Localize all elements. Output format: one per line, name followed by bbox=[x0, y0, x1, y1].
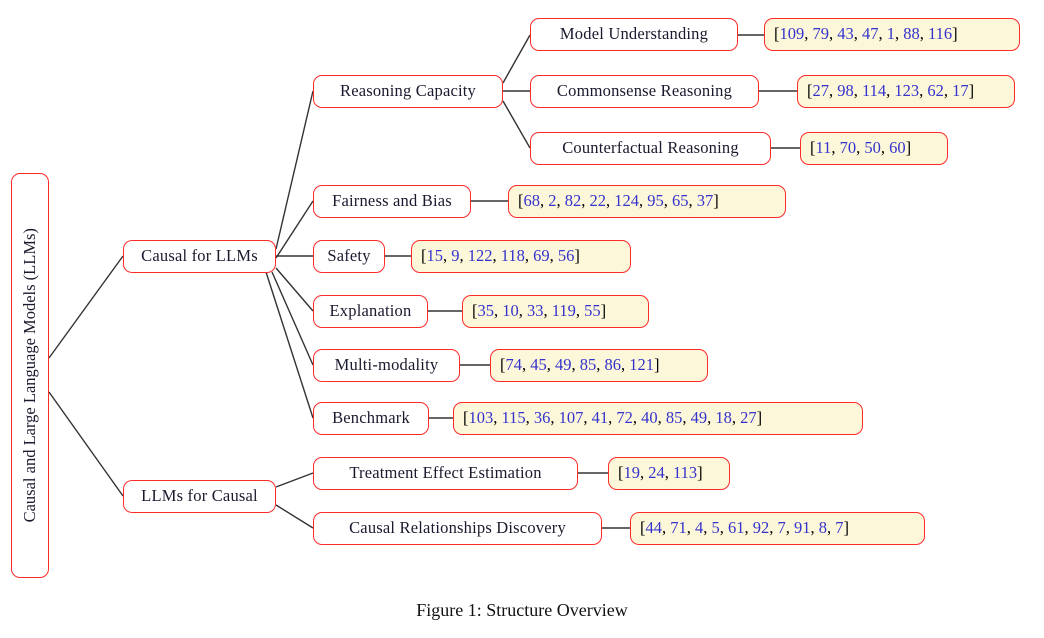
citations-model-understanding-text: [109, 79, 43, 47, 1, 88, 116] bbox=[774, 24, 958, 44]
citations-treatment-effect-estimation[interactable]: [19, 24, 113] bbox=[608, 457, 730, 490]
node-commonsense-reasoning[interactable]: Commonsense Reasoning bbox=[530, 75, 759, 108]
citations-model-understanding[interactable]: [109, 79, 43, 47, 1, 88, 116] bbox=[764, 18, 1020, 51]
node-explanation-label: Explanation bbox=[329, 301, 412, 321]
citations-counterfactual-reasoning-text: [11, 70, 50, 60] bbox=[810, 138, 912, 158]
node-benchmark[interactable]: Benchmark bbox=[313, 402, 429, 435]
citations-commonsense-reasoning[interactable]: [27, 98, 114, 123, 62, 17] bbox=[797, 75, 1015, 108]
node-fairness-and-bias[interactable]: Fairness and Bias bbox=[313, 185, 471, 218]
node-llms-for-causal-label: LLMs for Causal bbox=[141, 486, 258, 506]
node-safety-label: Safety bbox=[327, 246, 371, 266]
edge-causal-to-fairness bbox=[275, 200, 314, 259]
node-reasoning-capacity-label: Reasoning Capacity bbox=[339, 81, 477, 101]
node-root-causal-and-llms[interactable]: Causal and Large Language Models (LLMs) bbox=[11, 173, 49, 578]
node-treatment-effect-estimation[interactable]: Treatment Effect Estimation bbox=[313, 457, 578, 490]
edge-root-to-causal-for-llms bbox=[48, 255, 124, 359]
citations-causal-relationships-discovery-text: [44, 71, 4, 5, 61, 92, 7, 91, 8, 7] bbox=[640, 518, 849, 538]
edge-causal-to-benchmark bbox=[265, 271, 314, 419]
citations-causal-relationships-discovery[interactable]: [44, 71, 4, 5, 61, 92, 7, 91, 8, 7] bbox=[630, 512, 925, 545]
citations-safety[interactable]: [15, 9, 122, 118, 69, 56] bbox=[411, 240, 631, 273]
node-multi-modality-label: Multi-modality bbox=[334, 355, 439, 375]
node-benchmark-label: Benchmark bbox=[332, 408, 410, 428]
edge-root-to-llms-for-causal bbox=[48, 391, 124, 497]
citations-treatment-effect-estimation-text: [19, 24, 113] bbox=[618, 463, 703, 483]
edge-causal-to-explanation bbox=[275, 267, 314, 312]
node-multi-modality[interactable]: Multi-modality bbox=[313, 349, 460, 382]
node-safety[interactable]: Safety bbox=[313, 240, 385, 273]
node-reasoning-capacity[interactable]: Reasoning Capacity bbox=[313, 75, 503, 108]
edge-causal-to-multimodality bbox=[271, 271, 314, 366]
node-causal-for-llms[interactable]: Causal for LLMs bbox=[123, 240, 276, 273]
edge-causal-to-reasoning-capacity bbox=[275, 90, 314, 250]
citations-explanation-text: [35, 10, 33, 119, 55] bbox=[472, 301, 607, 321]
citations-fairness-and-bias-text: [68, 2, 82, 22, 124, 95, 65, 37] bbox=[518, 191, 719, 211]
figure-caption: Figure 1: Structure Overview bbox=[416, 600, 628, 620]
node-treatment-effect-estimation-label: Treatment Effect Estimation bbox=[349, 463, 542, 483]
citations-commonsense-reasoning-text: [27, 98, 114, 123, 62, 17] bbox=[807, 81, 975, 101]
node-model-understanding[interactable]: Model Understanding bbox=[530, 18, 738, 51]
node-explanation[interactable]: Explanation bbox=[313, 295, 428, 328]
node-counterfactual-reasoning[interactable]: Counterfactual Reasoning bbox=[530, 132, 771, 165]
edge-llms-to-treatment-effect bbox=[275, 472, 314, 488]
citations-counterfactual-reasoning[interactable]: [11, 70, 50, 60] bbox=[800, 132, 948, 165]
edge-reasoning-to-model-understanding bbox=[502, 34, 531, 84]
citations-fairness-and-bias[interactable]: [68, 2, 82, 22, 124, 95, 65, 37] bbox=[508, 185, 786, 218]
node-model-understanding-label: Model Understanding bbox=[559, 24, 709, 44]
node-commonsense-reasoning-label: Commonsense Reasoning bbox=[556, 81, 733, 101]
citations-multi-modality[interactable]: [74, 45, 49, 85, 86, 121] bbox=[490, 349, 708, 382]
citations-explanation[interactable]: [35, 10, 33, 119, 55] bbox=[462, 295, 649, 328]
node-root-label: Causal and Large Language Models (LLMs) bbox=[19, 228, 39, 523]
node-counterfactual-reasoning-label: Counterfactual Reasoning bbox=[562, 138, 739, 158]
citations-benchmark[interactable]: [103, 115, 36, 107, 41, 72, 40, 85, 49, … bbox=[453, 402, 863, 435]
citations-multi-modality-text: [74, 45, 49, 85, 86, 121] bbox=[500, 355, 660, 375]
edge-llms-to-causal-discovery bbox=[275, 504, 314, 529]
edge-reasoning-to-counterfactual bbox=[502, 100, 531, 149]
citations-safety-text: [15, 9, 122, 118, 69, 56] bbox=[421, 246, 580, 266]
citations-benchmark-text: [103, 115, 36, 107, 41, 72, 40, 85, 49, … bbox=[463, 408, 763, 428]
node-causal-relationships-discovery-label: Causal Relationships Discovery bbox=[349, 518, 566, 538]
node-causal-for-llms-label: Causal for LLMs bbox=[141, 246, 258, 266]
node-causal-relationships-discovery[interactable]: Causal Relationships Discovery bbox=[313, 512, 602, 545]
node-llms-for-causal[interactable]: LLMs for Causal bbox=[123, 480, 276, 513]
node-fairness-and-bias-label: Fairness and Bias bbox=[332, 191, 452, 211]
